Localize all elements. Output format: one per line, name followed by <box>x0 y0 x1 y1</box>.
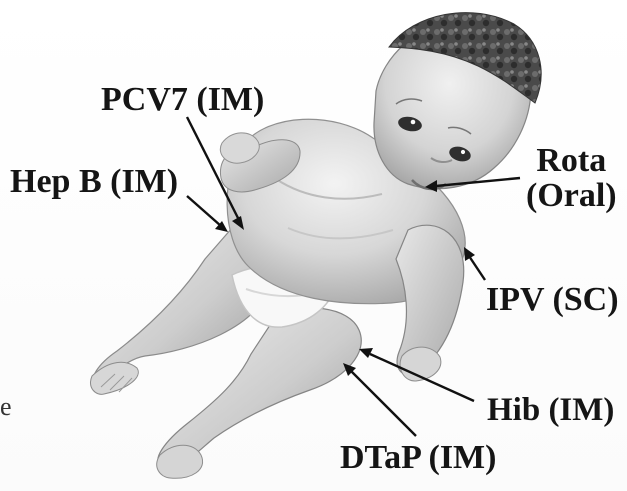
dtap-label: DTaP (IM) <box>340 441 496 475</box>
rota-label: Rota (Oral) <box>526 143 617 214</box>
rota-label-line-2: (Oral) <box>526 178 617 213</box>
rota-label-line-1: Rota <box>526 143 617 178</box>
ipv-arrow-line <box>469 256 485 280</box>
cropped-text-fragment: e <box>0 392 12 422</box>
head-shape <box>374 13 541 189</box>
right-arm-shape <box>396 225 464 381</box>
hib-arrowhead <box>359 348 373 358</box>
dtap-arrow-line <box>351 371 416 436</box>
hib-label: Hib (IM) <box>487 394 614 427</box>
hep-b-label: Hep B (IM) <box>10 165 178 199</box>
hep-b-arrow-line <box>187 196 221 226</box>
pcv7-label: PCV7 (IM) <box>101 83 264 117</box>
ipv-label: IPV (SC) <box>486 283 619 317</box>
